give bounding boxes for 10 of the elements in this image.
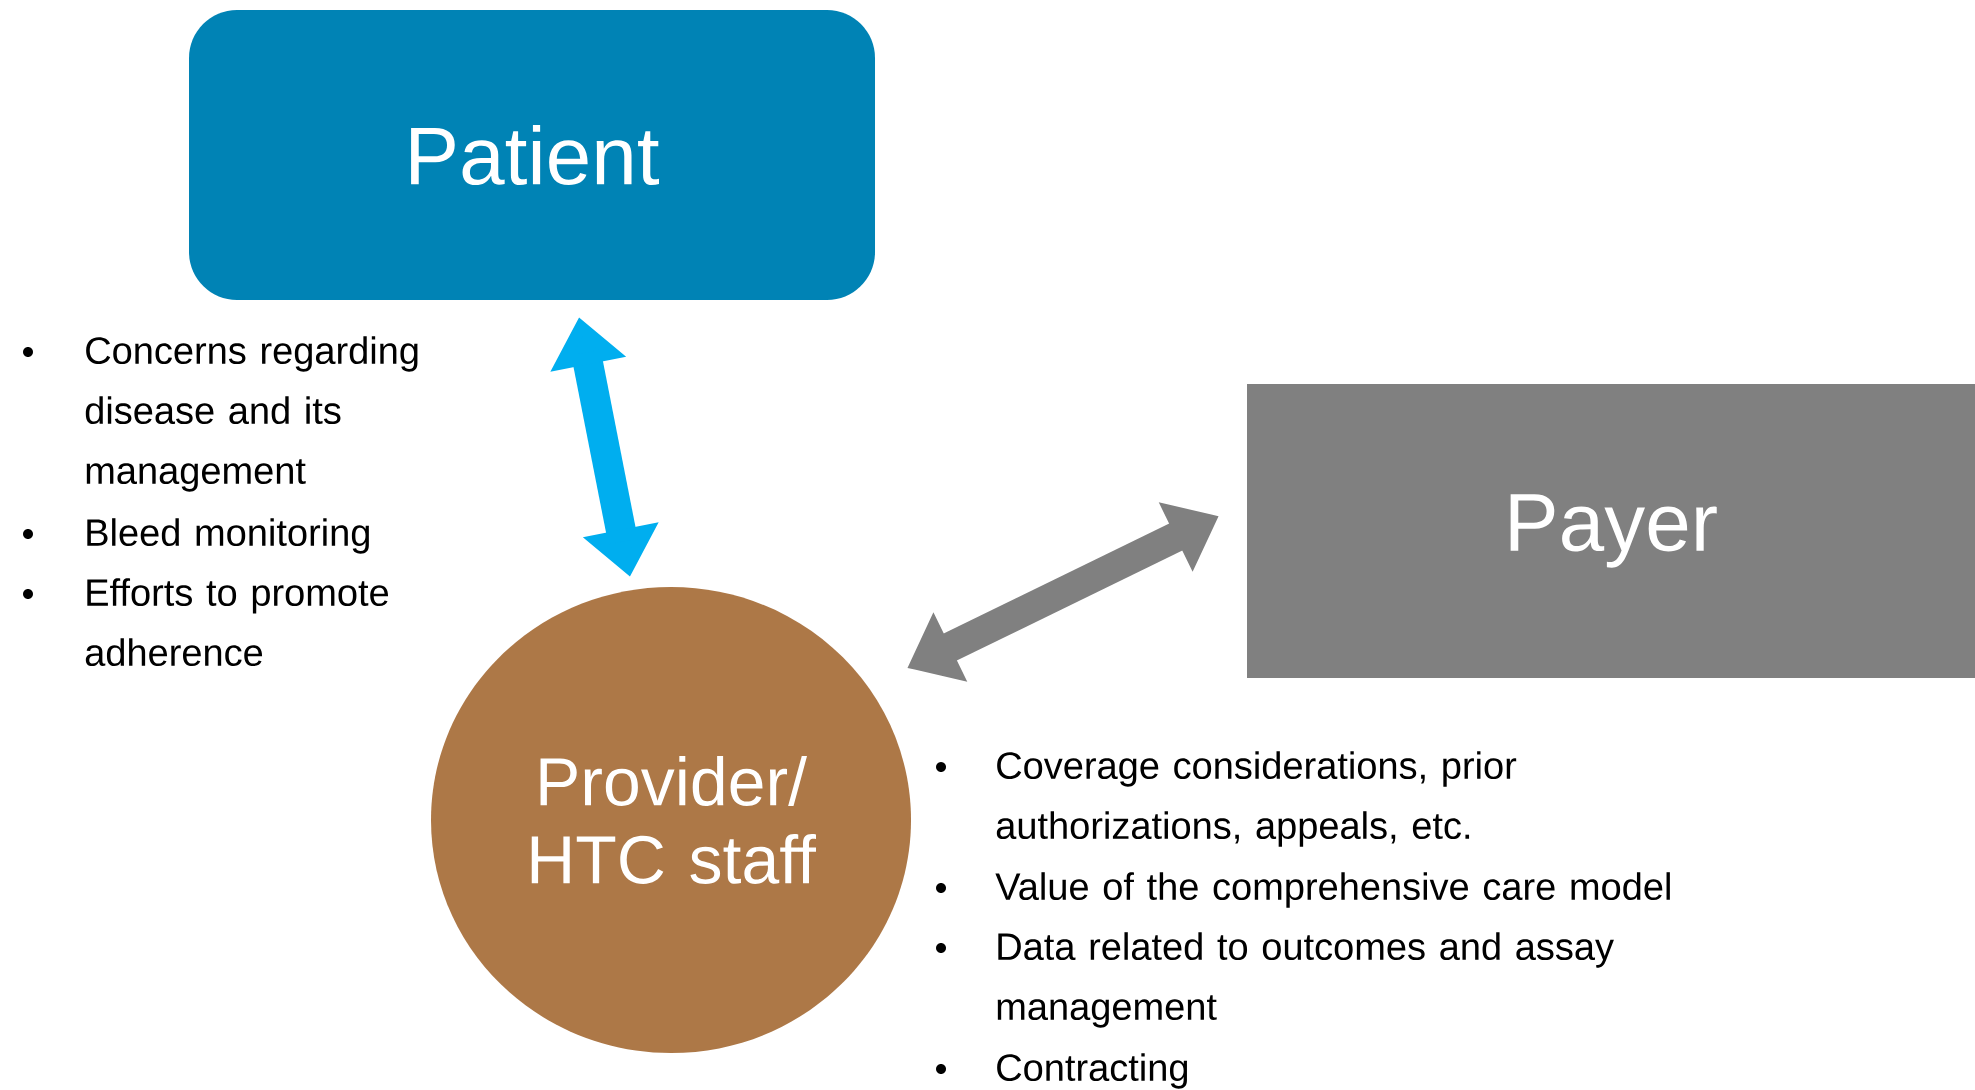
process-box: Payer	[1247, 384, 1975, 678]
bullet-text: Data related to outcomes and assay management	[997, 932, 1614, 1028]
circle-node: Provider/ HTC staff	[431, 587, 911, 1053]
bullet-text: Value of the comprehensive care model	[995, 872, 1670, 908]
bullet-text: Coverage considerations, prior authorizations, appeals, etc.	[996, 751, 1517, 847]
rounded-box: Patient	[189, 10, 875, 300]
bullet-text: Efforts to promote adherence	[85, 578, 389, 667]
bullet-text: Bleed monitoring	[87, 518, 369, 554]
bullet-text: Contracting	[997, 1053, 1188, 1089]
bullet-text: Concerns regarding disease and its management	[85, 336, 418, 492]
